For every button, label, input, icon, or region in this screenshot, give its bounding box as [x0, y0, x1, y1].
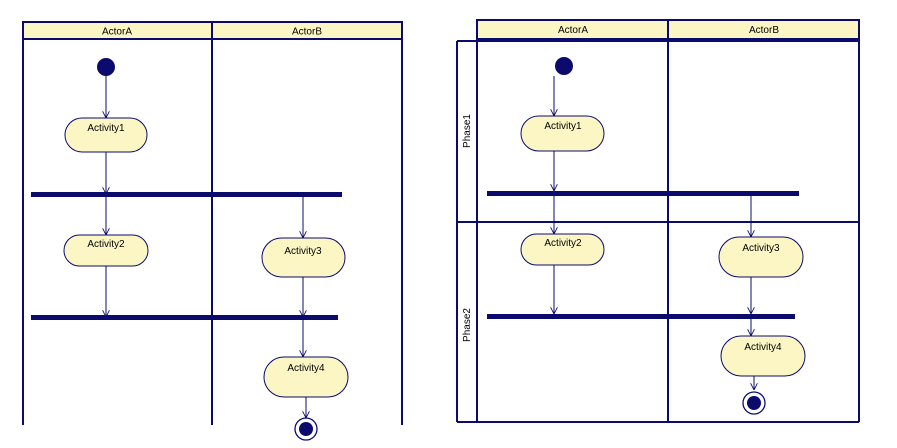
left-lane-label-actor-b: ActorB — [292, 27, 322, 38]
left-lane-header-actor-b: ActorB — [211, 21, 403, 40]
right-initial-node — [555, 57, 573, 75]
right-final-node — [742, 391, 766, 415]
right-activity-3: Activity3 — [718, 236, 804, 278]
left-fork-bar — [31, 192, 342, 197]
right-phase-label-2: Phase2 — [462, 308, 473, 342]
left-activity-4-label: Activity4 — [287, 363, 325, 374]
left-activity-2-label: Activity2 — [87, 239, 125, 250]
left-final-node — [294, 417, 318, 441]
right-activity-3-label: Activity3 — [742, 243, 780, 254]
left-initial-node — [97, 58, 115, 76]
right-lane-label-actor-a: ActorA — [558, 25, 588, 36]
right-join-bar — [487, 314, 795, 319]
left-activity-4: Activity4 — [263, 356, 349, 398]
left-activity-3-label: Activity3 — [284, 246, 322, 257]
left-lane-label-actor-a: ActorA — [102, 27, 132, 38]
left-activity-diagram: ActorA ActorB Activity1 Ac — [22, 21, 403, 441]
right-lane-label-actor-b: ActorB — [749, 25, 779, 36]
right-activity-4: Activity4 — [720, 335, 806, 377]
left-flow-arrows — [106, 76, 306, 418]
right-flow-arrows — [554, 76, 754, 390]
right-activity-2: Activity2 — [520, 233, 605, 266]
right-activity-2-label: Activity2 — [544, 238, 582, 249]
right-activity-4-label: Activity4 — [744, 342, 782, 353]
right-activity-1-label: Activity1 — [544, 121, 582, 132]
left-lane-header-actor-a: ActorA — [22, 21, 213, 40]
right-phase-label-1: Phase1 — [462, 114, 473, 148]
left-activity-2: Activity2 — [63, 234, 149, 267]
left-activity-1-label: Activity1 — [87, 123, 125, 134]
right-lane-header-actor-b: ActorB — [667, 19, 860, 40]
right-fork-bar — [487, 191, 799, 196]
right-swimlane-borders — [456, 20, 860, 423]
left-activity-1: Activity1 — [64, 117, 148, 153]
right-activity-diagram: ActorA ActorB Phase1 Phase2 Activit — [456, 19, 860, 423]
left-join-bar — [31, 315, 338, 320]
left-activity-3: Activity3 — [261, 237, 346, 278]
right-lane-header-actor-a: ActorA — [476, 19, 669, 40]
left-swimlane-borders — [22, 22, 403, 425]
right-activity-1: Activity1 — [520, 115, 605, 152]
